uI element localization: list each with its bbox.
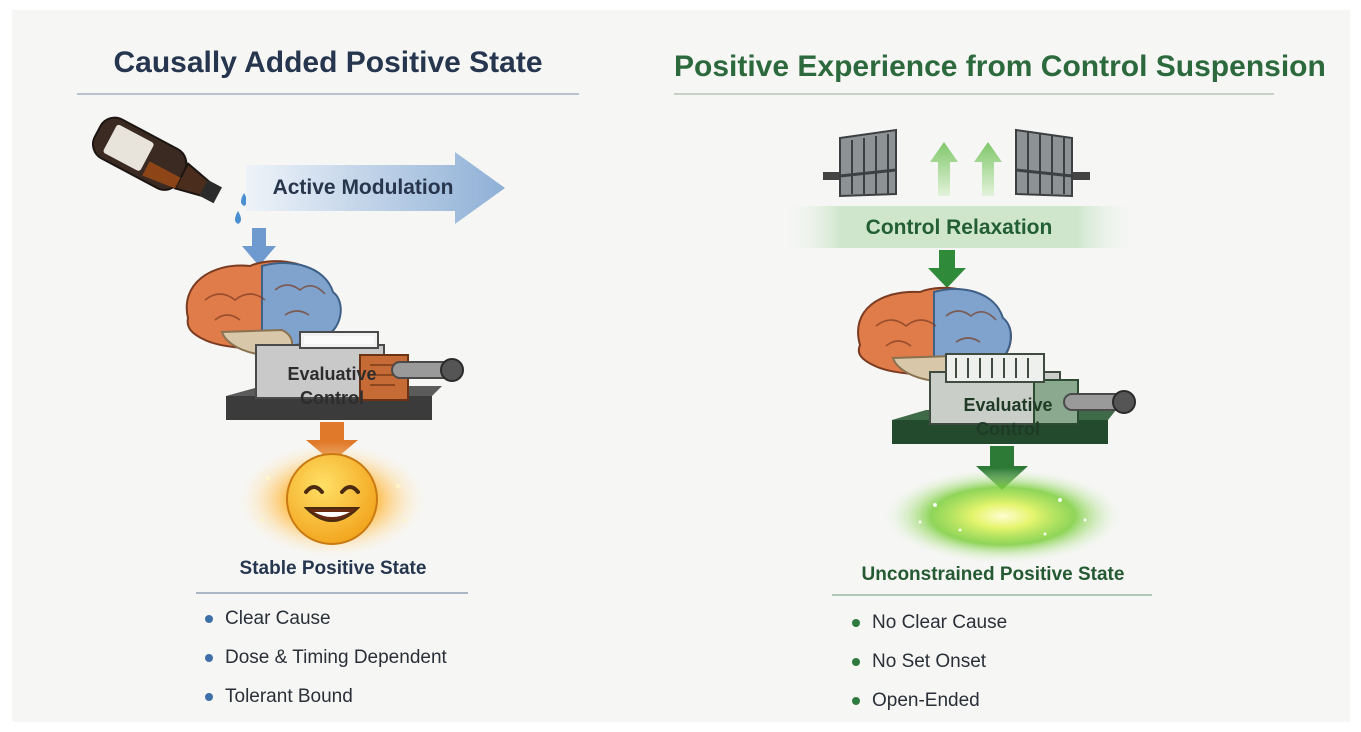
list-item: Tolerant Bound — [205, 686, 447, 725]
unconstrained-glow — [883, 468, 1123, 564]
active-modulation-arrow — [246, 152, 505, 224]
stable-positive-state-label: Stable Positive State — [239, 558, 427, 579]
sparkle-dots — [260, 476, 407, 522]
left-state-divider — [196, 592, 468, 594]
list-item-text: No Set Onset — [872, 651, 987, 672]
control-relaxation-band — [790, 206, 1128, 248]
left-bullet-list: Clear Cause Dose & Timing Dependent Tole… — [205, 608, 447, 725]
right-state-divider — [832, 594, 1152, 596]
list-item-text: No Clear Cause — [872, 612, 1008, 633]
list-item-text: Tolerant Bound — [225, 686, 353, 707]
left-title-divider — [77, 93, 579, 95]
output-arrow-green — [976, 446, 1028, 490]
lever-icon — [1063, 390, 1136, 414]
up-arrow-icon — [930, 142, 958, 196]
sparkle-dots — [918, 498, 1087, 536]
right-title-divider — [674, 93, 1274, 95]
active-modulation-label: Active Modulation — [272, 176, 454, 199]
list-item: No Clear Cause — [852, 612, 1007, 651]
left-machine-label-line1: Evaluative — [287, 364, 377, 384]
right-bullet-list: No Clear Cause No Set Onset Open-Ended — [852, 612, 1007, 729]
list-item: Dose & Timing Dependent — [205, 647, 447, 686]
evaluative-control-machine-left — [226, 331, 442, 420]
list-item: No Set Onset — [852, 651, 1007, 690]
evaluative-control-machine-right — [892, 353, 1116, 444]
right-machine-label-line1: Evaluative — [963, 395, 1053, 415]
gate-icon — [823, 128, 897, 198]
list-item-text: Dose & Timing Dependent — [225, 647, 447, 668]
left-machine-label-line2: Control — [300, 388, 364, 408]
up-arrow-icon — [974, 142, 1002, 196]
list-item: Clear Cause — [205, 608, 447, 647]
gate-icon — [1015, 128, 1090, 198]
right-machine-label-line2: Control — [976, 419, 1040, 439]
bullet-dot — [852, 619, 860, 627]
bullet-dot — [852, 658, 860, 666]
lever-icon — [391, 358, 464, 382]
bullet-dot — [205, 654, 213, 662]
down-arrow — [928, 250, 966, 288]
diagram-canvas — [12, 10, 1350, 722]
list-item-text: Open-Ended — [872, 690, 980, 711]
bullet-dot — [205, 615, 213, 623]
smiley-icon — [286, 453, 378, 545]
droplet-icon — [241, 193, 247, 206]
bullet-dot — [205, 693, 213, 701]
left-panel-title: Causally Added Positive State — [113, 46, 543, 79]
control-relaxation-label: Control Relaxation — [865, 216, 1053, 239]
list-item-text: Clear Cause — [225, 608, 331, 629]
right-panel-title: Positive Experience from Control Suspens… — [674, 50, 1326, 83]
list-item: Open-Ended — [852, 690, 1007, 729]
down-arrow — [242, 228, 276, 266]
bullet-dot — [852, 697, 860, 705]
unconstrained-positive-state-label: Unconstrained Positive State — [861, 564, 1125, 585]
bottle-icon — [91, 116, 222, 204]
droplet-icon — [235, 211, 241, 224]
